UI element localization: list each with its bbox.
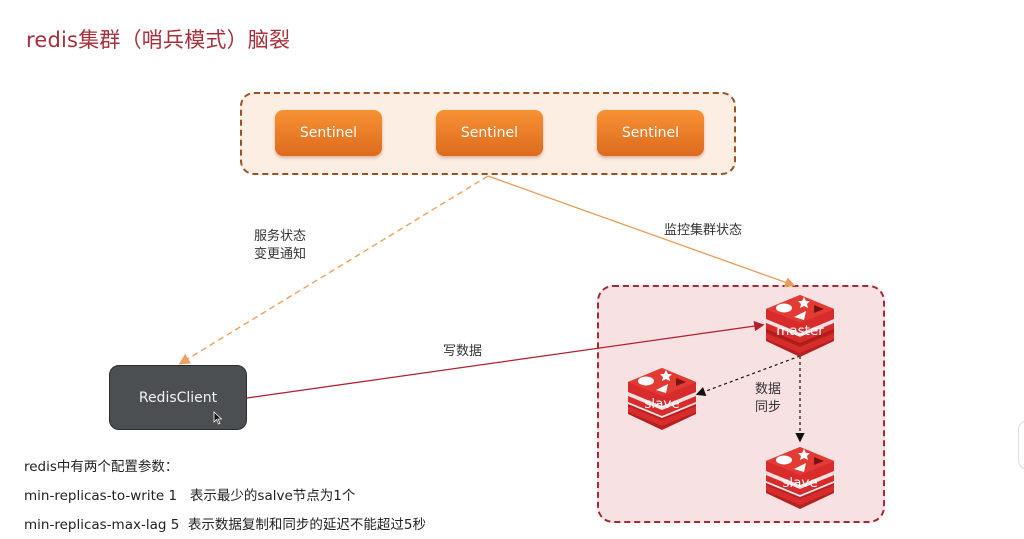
slave-node-bottom[interactable]: slave: [764, 445, 836, 511]
redis-client-node[interactable]: RedisClient: [109, 365, 247, 430]
redis-logo-icon: [766, 295, 834, 357]
sentinel-node-2[interactable]: Sentinel: [436, 110, 543, 156]
page-title: redis集群（哨兵模式）脑裂: [26, 28, 291, 52]
notify-arrow: [178, 175, 489, 365]
slave-left-label: slave: [644, 396, 680, 412]
redis-logo-icon: [628, 368, 696, 430]
sync-label-line2: 同步: [755, 400, 782, 415]
master-node[interactable]: master: [764, 293, 836, 359]
slave-bottom-label: slave: [782, 475, 818, 491]
notify-label-line2: 变更通知: [254, 247, 307, 262]
side-panel-handle[interactable]: [1018, 420, 1024, 470]
redis-logo-icon: [766, 447, 834, 509]
sentinel-node-3[interactable]: Sentinel: [597, 110, 704, 156]
sentinel-node-1[interactable]: Sentinel: [275, 110, 382, 156]
write-label: 写数据: [443, 344, 483, 359]
sync-label: 数据 同步: [755, 381, 781, 417]
notify-label-line1: 服务状态: [254, 229, 307, 244]
note-param-2: min-replicas-max-lag 5 表示数据复制和同步的延迟不能超过5…: [24, 517, 426, 533]
monitor-label: 监控集群状态: [664, 223, 743, 238]
notify-label: 服务状态 变更通知: [254, 228, 306, 264]
slave-node-left[interactable]: slave: [626, 366, 698, 432]
monitor-arrow: [487, 175, 796, 288]
sync-label-line1: 数据: [755, 382, 782, 397]
note-param-1: min-replicas-to-write 1 表示最少的salve节点为1个: [24, 488, 356, 504]
mouse-cursor-icon: [213, 411, 223, 425]
notes-heading: redis中有两个配置参数：: [24, 459, 179, 475]
master-label: master: [776, 323, 824, 339]
